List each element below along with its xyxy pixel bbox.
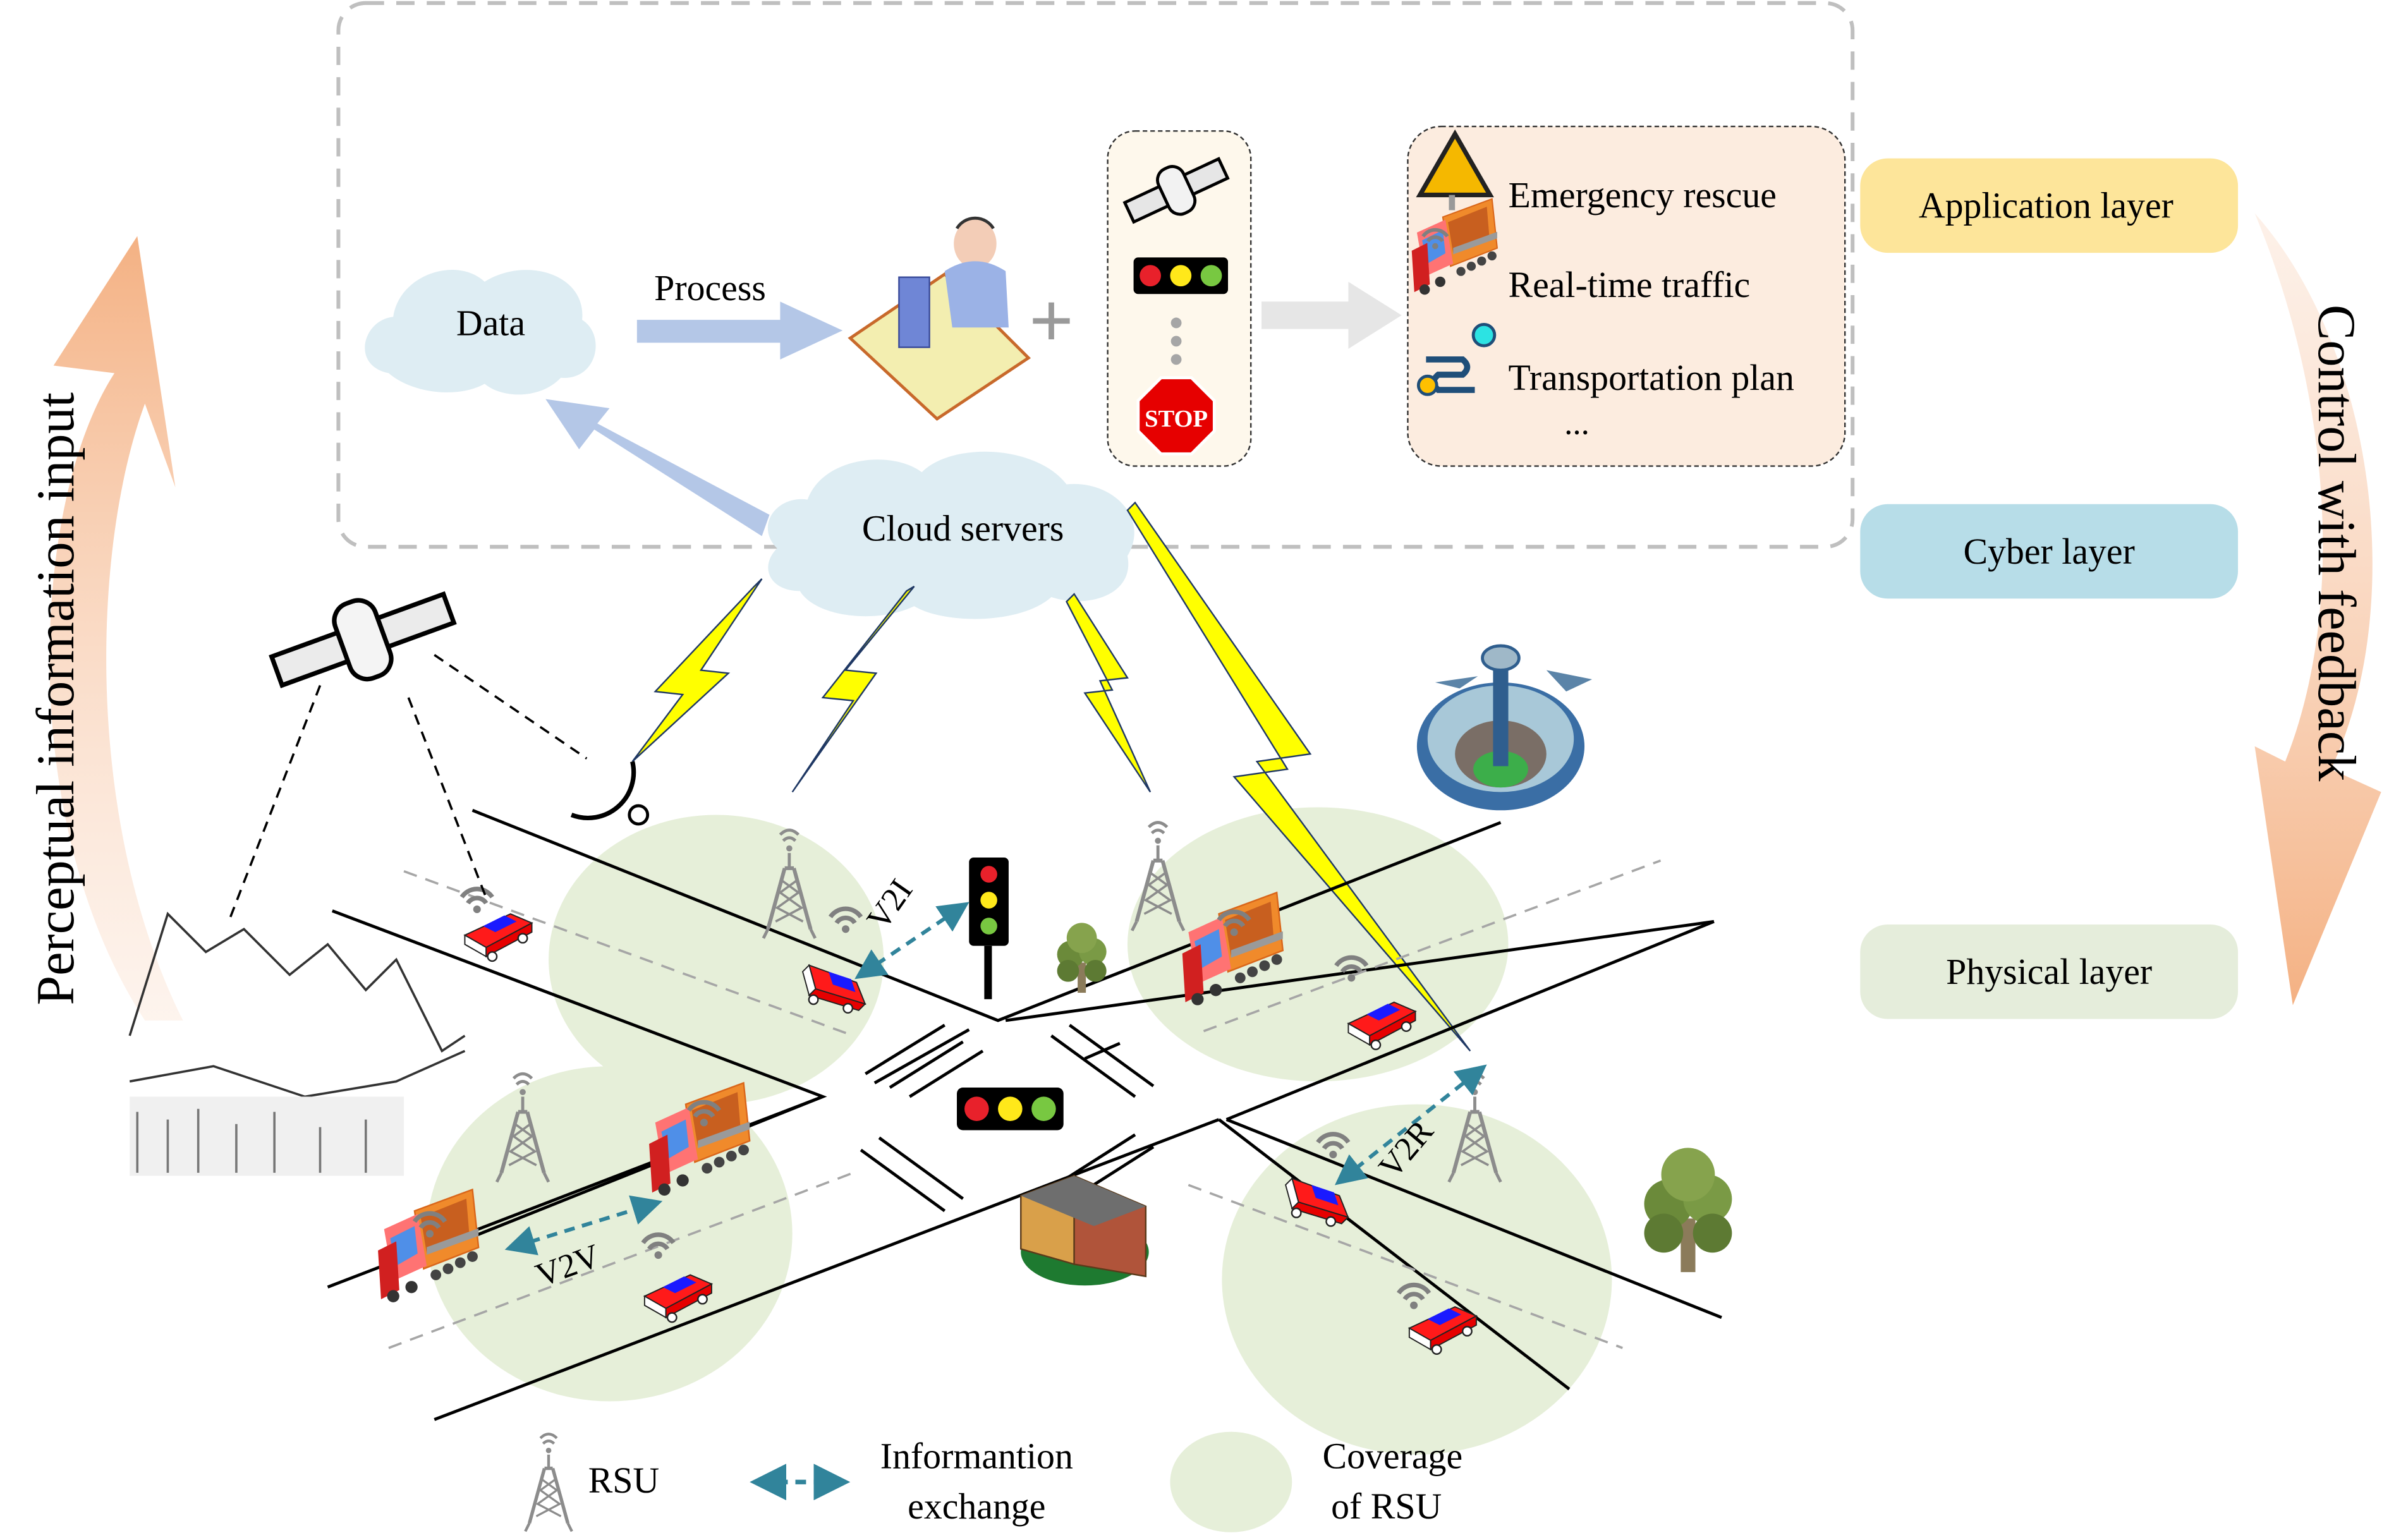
perceptual-input-label: Perceptual information input (27, 392, 85, 1005)
traffic-light-icon (1133, 257, 1229, 294)
legend: RSU Informantion exchange Coverage of RS… (525, 1431, 1463, 1532)
mountain-sketch (128, 911, 466, 1176)
operator-workstation-icon (848, 216, 1031, 421)
legend-coverage-label: Coverage (1323, 1436, 1463, 1477)
legend-rsu-label: RSU (588, 1460, 660, 1501)
output-arrow (1261, 281, 1402, 349)
tree (1644, 1148, 1732, 1273)
cloud-servers: Cloud servers (767, 451, 1134, 619)
applications-box: Emergency rescue Real-time traffic Trans… (1407, 125, 1846, 467)
cyber-layer-badge: Cyber layer (1860, 504, 2239, 599)
app-ellipsis: ... (1564, 405, 1590, 442)
data-cloud: Data (365, 270, 596, 395)
stop-sign-icon: STOP (1136, 376, 1216, 456)
route-map-icon (1416, 322, 1497, 396)
building-icon (1020, 1174, 1149, 1286)
satellite-dish-icon (570, 761, 650, 826)
feedback-arrow (545, 399, 770, 537)
legend-coverage-label: of RSU (1331, 1486, 1442, 1527)
physical-layer-badge: Physical layer (1860, 925, 2239, 1019)
airport-control-tower-icon (1416, 644, 1593, 811)
intersection-traffic-light (956, 1087, 1064, 1131)
application-layer-badge: Application layer (1860, 158, 2239, 253)
app-item-label: Real-time traffic (1509, 264, 1751, 305)
satellite-beams (228, 653, 588, 922)
process-label: Process (654, 267, 766, 308)
satellite-icon (269, 591, 457, 689)
app-item-label: Transportation plan (1509, 357, 1795, 398)
control-inputs-box: STOP (1107, 130, 1252, 467)
legend-exchange-label: exchange (908, 1486, 1045, 1527)
perceptual-input-arrow: Perceptual information input (27, 236, 183, 1021)
crosswalks (860, 1024, 1155, 1213)
svg-text:Cyber layer: Cyber layer (1964, 531, 2135, 572)
satellite-icon (1122, 157, 1230, 224)
pole-traffic-light (969, 858, 1009, 1000)
ellipsis-dots (1170, 317, 1182, 365)
legend-rsu-icon (525, 1434, 572, 1531)
cyber-panel-border (336, 1, 1855, 549)
legend-exchange-label: Informantion (880, 1436, 1073, 1477)
car (464, 912, 533, 962)
plus-symbol: + (1029, 277, 1074, 365)
svg-text:Physical layer: Physical layer (1946, 951, 2152, 992)
control-feedback-arrow: Control with feedback (2254, 213, 2381, 1005)
svg-text:STOP: STOP (1145, 406, 1208, 432)
wireless-links (631, 501, 1471, 1052)
cloud-servers-label: Cloud servers (862, 508, 1064, 549)
process-arrow: Process (636, 267, 843, 360)
legend-coverage-icon (1170, 1431, 1292, 1532)
app-item-label: Emergency rescue (1509, 174, 1777, 215)
data-label: Data (456, 302, 525, 343)
road-work-sign-icon (1416, 129, 1494, 210)
control-feedback-label: Control with feedback (2307, 305, 2366, 782)
svg-text:Application layer: Application layer (1919, 185, 2173, 226)
